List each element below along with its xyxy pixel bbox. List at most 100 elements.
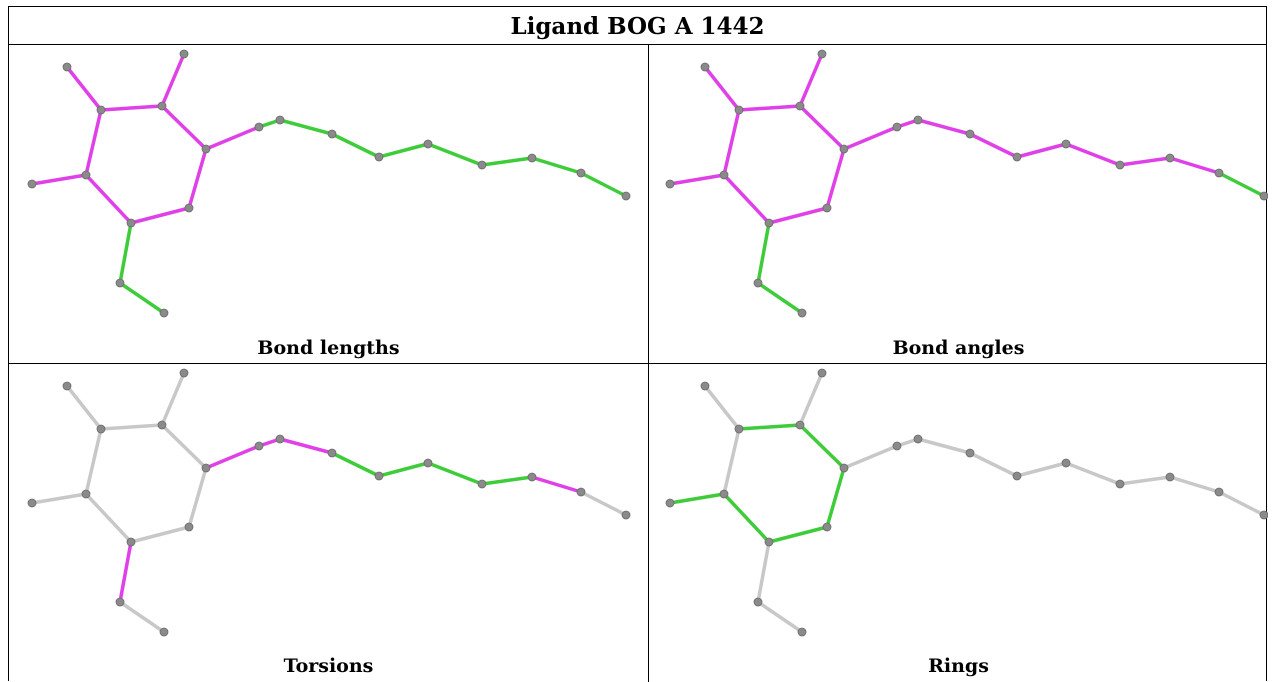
- atom: [327, 448, 337, 458]
- caption-torsions: Torsions: [283, 655, 374, 677]
- atom: [822, 203, 832, 213]
- bond: [160, 52, 186, 108]
- bond: [377, 461, 430, 478]
- atom: [734, 105, 744, 115]
- bond: [65, 384, 103, 431]
- atom: [719, 489, 729, 499]
- atom: [734, 424, 744, 434]
- bond: [480, 156, 534, 167]
- bond: [118, 540, 133, 604]
- bond: [722, 173, 771, 225]
- atom: [1012, 152, 1022, 162]
- atom: [327, 129, 337, 139]
- panel-bond-angles: Bond angles: [649, 45, 1268, 363]
- bond: [703, 384, 741, 431]
- atom: [184, 522, 194, 532]
- bond: [84, 427, 103, 496]
- atom: [965, 129, 975, 139]
- atom: [1165, 153, 1175, 163]
- bond: [756, 221, 771, 285]
- atom: [126, 537, 136, 547]
- bond: [825, 147, 846, 210]
- bond: [1168, 156, 1221, 175]
- bond: [703, 65, 741, 112]
- atom: [621, 191, 631, 201]
- atom: [795, 420, 805, 430]
- atom: [700, 381, 710, 391]
- bond: [530, 475, 583, 494]
- atom: [179, 49, 189, 59]
- atom: [275, 115, 285, 125]
- atom: [1259, 510, 1268, 520]
- bond: [330, 451, 381, 478]
- bond: [530, 156, 583, 175]
- atom: [126, 218, 136, 228]
- atom: [275, 434, 285, 444]
- atom: [817, 49, 827, 59]
- atom: [1165, 472, 1175, 482]
- atom: [1259, 191, 1268, 201]
- bond: [426, 142, 484, 167]
- atom: [115, 278, 125, 288]
- atom: [719, 170, 729, 180]
- atom: [96, 424, 106, 434]
- atom: [1061, 139, 1071, 149]
- bond: [668, 173, 726, 186]
- atom: [184, 203, 194, 213]
- atom: [913, 115, 923, 125]
- bond: [187, 147, 208, 210]
- bond: [99, 104, 164, 112]
- atom: [374, 471, 384, 481]
- atom: [159, 308, 169, 318]
- bond: [825, 466, 846, 529]
- bond: [842, 444, 899, 470]
- bond: [798, 52, 824, 108]
- caption-bond-lengths: Bond lengths: [257, 337, 400, 359]
- bond: [65, 65, 103, 112]
- bond: [722, 492, 771, 544]
- bond: [118, 600, 166, 634]
- atom: [753, 278, 763, 288]
- atom: [576, 168, 586, 178]
- bond: [129, 206, 191, 225]
- bond: [1118, 475, 1172, 486]
- molecule-bond-angles: [665, 49, 1268, 318]
- bond: [737, 423, 802, 431]
- atom: [1115, 160, 1125, 170]
- atom: [1214, 487, 1224, 497]
- bond: [968, 451, 1019, 478]
- panel-rings: Rings: [649, 364, 1268, 682]
- atom: [913, 434, 923, 444]
- atom: [965, 448, 975, 458]
- atom: [27, 179, 37, 189]
- atom: [477, 479, 487, 489]
- atom: [817, 368, 827, 378]
- row-divider: [9, 363, 1266, 364]
- atom: [700, 62, 710, 72]
- atom: [1061, 458, 1071, 468]
- bond: [668, 492, 726, 505]
- atom: [753, 597, 763, 607]
- atom: [201, 463, 211, 473]
- atom: [1115, 479, 1125, 489]
- bond: [84, 492, 133, 544]
- caption-bond-angles: Bond angles: [892, 337, 1025, 359]
- bond: [1064, 461, 1122, 486]
- atom: [81, 489, 91, 499]
- molecule-torsions: [27, 368, 631, 637]
- atom: [62, 381, 72, 391]
- panel-bond-lengths: Bond lengths: [9, 45, 648, 363]
- bond: [1015, 461, 1068, 478]
- atom: [892, 122, 902, 132]
- atom: [157, 420, 167, 430]
- bond: [278, 118, 334, 136]
- atom: [201, 144, 211, 154]
- bond: [916, 437, 972, 455]
- atom: [797, 627, 807, 637]
- atom: [254, 441, 264, 451]
- bond: [160, 371, 186, 427]
- bond: [204, 444, 261, 470]
- atom: [892, 441, 902, 451]
- atom: [423, 458, 433, 468]
- atom: [822, 522, 832, 532]
